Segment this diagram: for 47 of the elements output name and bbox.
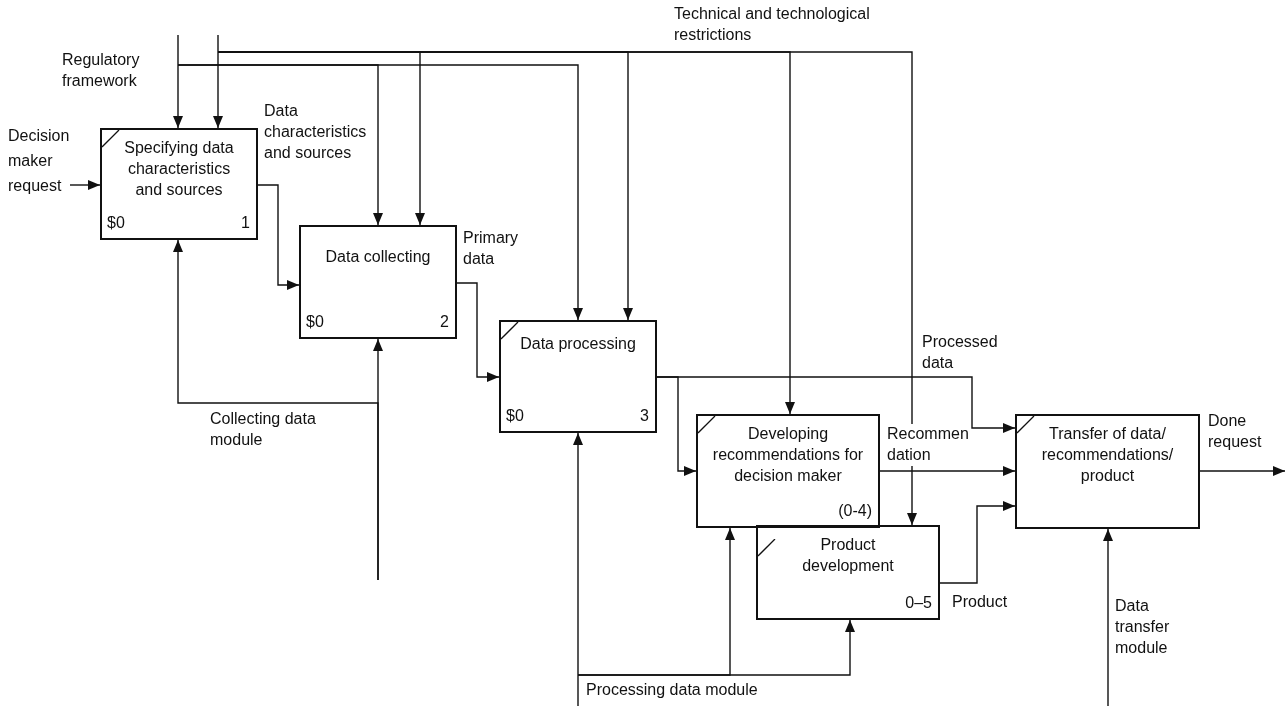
arrow <box>456 282 500 382</box>
process-box <box>299 225 457 339</box>
arrow <box>69 180 101 190</box>
edge-label: Data transfer module <box>1115 596 1171 658</box>
activity-name: Product development <box>801 535 895 576</box>
process-box <box>696 414 880 528</box>
arrow <box>577 619 855 676</box>
cost-label: $0 <box>506 405 524 425</box>
arrow <box>217 51 917 526</box>
activity-number: 3 <box>640 405 649 425</box>
activity-number: 1 <box>241 212 250 232</box>
activity-name: Specifying data characteristics and sources <box>123 138 235 200</box>
edge-label: Collecting data module <box>210 409 317 450</box>
process-box <box>100 128 258 240</box>
edge-label: Processed data <box>922 332 999 373</box>
activity-number: 2 <box>440 311 449 331</box>
edge-label: Processing data module <box>586 680 759 700</box>
edge-label: Regulatory framework <box>62 50 141 91</box>
activity-name: Developing recommendations for decision maker <box>712 424 864 486</box>
edge-label: Data characteristics and sources <box>264 101 368 163</box>
edge-label: Done request <box>1208 411 1263 452</box>
activity-number: (0-4) <box>838 500 872 520</box>
cost-label: $0 <box>107 212 125 232</box>
activity-name: Transfer of data/ recommendations/ product <box>1040 424 1175 486</box>
process-box <box>756 525 940 620</box>
arrow <box>213 34 223 129</box>
edge-label: Product <box>952 592 1009 612</box>
arrow <box>173 239 379 581</box>
activity-name: Data collecting <box>324 247 432 267</box>
arrow <box>173 34 183 129</box>
arrow <box>573 432 583 706</box>
arrow <box>177 64 583 321</box>
arrow <box>939 501 1016 584</box>
edge-label: Primary data <box>463 228 520 269</box>
activity-name: Data processing <box>519 334 637 354</box>
cost-label: $0 <box>306 311 324 331</box>
arrow <box>1199 466 1286 476</box>
edge-label: Decision maker request <box>8 126 71 196</box>
arrow <box>257 184 300 290</box>
arrow <box>1103 528 1113 706</box>
edge-label: Technical and technological restrictions <box>674 4 871 45</box>
process-box <box>499 320 657 433</box>
edge-label: Recommen dation <box>887 424 967 466</box>
process-box <box>1015 414 1200 529</box>
arrow <box>656 376 697 476</box>
activity-number: 0–5 <box>905 592 932 612</box>
arrow <box>879 466 1016 476</box>
